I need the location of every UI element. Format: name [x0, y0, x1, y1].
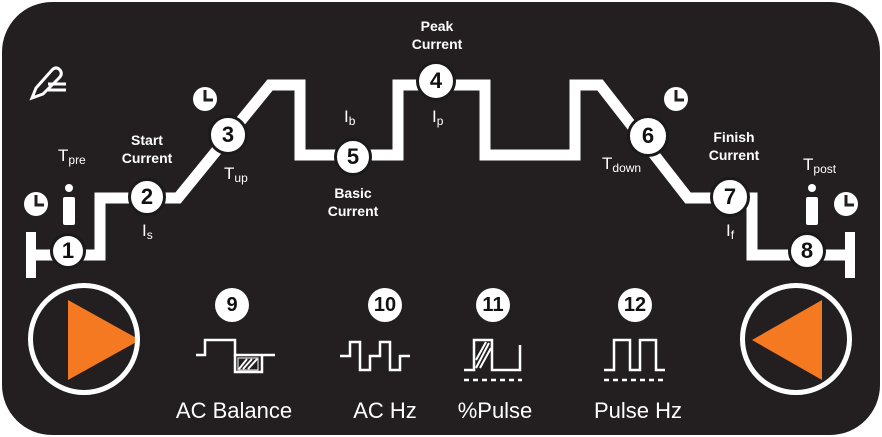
node-8-post-flow[interactable]: 8 [788, 232, 826, 270]
param-12-number[interactable]: 12 [618, 288, 652, 322]
start-current-label: Start Current [121, 132, 173, 166]
t-down-label: Tdown [602, 154, 642, 176]
node-4-peak-current[interactable]: 4 [416, 61, 456, 101]
pen-icon [29, 66, 66, 101]
pulse-width-icon [464, 338, 522, 382]
end-cap [845, 232, 855, 278]
node-6-down-slope[interactable]: 6 [627, 115, 669, 157]
t-pre-label: Tpre [58, 146, 86, 168]
ac-hz-label[interactable]: AC Hz [353, 398, 417, 423]
node-1-pre-flow[interactable]: 1 [50, 233, 86, 269]
peak-current-label: Peak Current [411, 18, 463, 52]
torch-valve-icon [806, 184, 818, 225]
start-cap [26, 232, 36, 278]
basic-current-label: Basic Current [327, 185, 379, 219]
i-b-label: Ib [344, 107, 356, 129]
next-button[interactable] [28, 283, 140, 395]
clock-icon [664, 87, 688, 111]
percent-pulse-label[interactable]: %Pulse [457, 398, 533, 423]
pulse-hz-label[interactable]: Pulse Hz [593, 398, 683, 423]
ac-frequency-icon [340, 340, 410, 372]
node-3-up-slope[interactable]: 3 [208, 115, 248, 155]
clock-icon [24, 192, 48, 216]
param-11-number[interactable]: 11 [476, 288, 510, 322]
t-post-label: Tpost [803, 155, 837, 177]
t-up-label: Tup [224, 164, 248, 186]
i-f-label: If [726, 221, 735, 243]
torch-valve-icon [63, 184, 75, 225]
clock-icon [193, 87, 217, 111]
ac-balance-icon [196, 338, 275, 374]
i-s-label: Is [142, 221, 153, 243]
param-9-number[interactable]: 9 [215, 288, 249, 322]
param-10-number[interactable]: 10 [368, 288, 402, 322]
node-5-basic-current[interactable]: 5 [334, 138, 372, 176]
clock-icon [834, 192, 858, 216]
pulse-frequency-icon [604, 338, 666, 382]
previous-button[interactable] [740, 283, 852, 395]
finish-current-label: Finish Current [708, 129, 760, 163]
i-p-label: Ip [432, 107, 444, 129]
node-2-start-current[interactable]: 2 [128, 178, 166, 216]
node-7-finish-current[interactable]: 7 [710, 177, 750, 217]
ac-balance-label[interactable]: AC Balance [175, 398, 293, 423]
